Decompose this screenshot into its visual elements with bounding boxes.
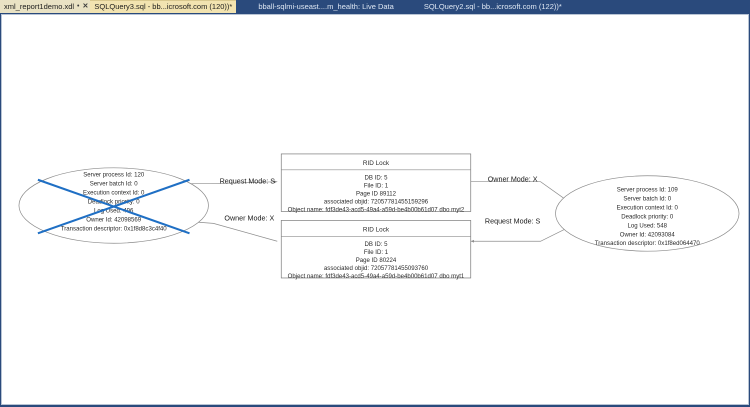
process-line: Server process Id: 109 bbox=[617, 188, 679, 194]
process-line: Execution context Id: 0 bbox=[83, 191, 145, 197]
resource-line: DB ID: 5 bbox=[365, 176, 389, 182]
resource-line: associated objid: 72057781455159296 bbox=[324, 200, 429, 206]
deadlock-victim-cross-icon bbox=[37, 178, 190, 235]
process-line: Owner Id: 42093084 bbox=[620, 232, 676, 238]
resource-node-top[interactable]: RID Lock DB ID: 5 File ID: 1 Page ID 891… bbox=[280, 153, 472, 214]
edge-label: Owner Mode: X bbox=[224, 214, 274, 222]
deadlock-graph-canvas[interactable]: Request Mode: S Owner Mode: X Owner Mode… bbox=[1, 14, 749, 405]
process-node-left[interactable]: Server process Id: 120 Server batch Id: … bbox=[18, 167, 209, 244]
editor-tab-strip[interactable]: xml_report1demo.xdl • ✕ SQLQuery3.sql - … bbox=[0, 0, 750, 13]
resource-line: Object name: fdf3de43-acd5-49a4-a59d-be4… bbox=[288, 274, 465, 280]
process-line: Server process Id: 120 bbox=[83, 173, 145, 179]
resource-title: RID Lock bbox=[363, 226, 390, 233]
process-line: Owner Id: 42098569 bbox=[86, 217, 142, 223]
tab-label: SQLQuery3.sql - bb...icrosoft.com (120))… bbox=[94, 2, 233, 12]
deadlock-graph-canvas-wrapper: Request Mode: S Owner Mode: X Owner Mode… bbox=[0, 13, 750, 407]
resource-line: Page ID 89112 bbox=[356, 192, 397, 198]
edge-label: Request Mode: S bbox=[485, 217, 541, 225]
resource-title: RID Lock bbox=[363, 160, 390, 167]
process-line: Execution context Id: 0 bbox=[617, 206, 679, 212]
tab-sqlquery3[interactable]: SQLQuery3.sql - bb...icrosoft.com (120))… bbox=[90, 0, 237, 13]
process-node-right[interactable]: Server process Id: 109 Server batch Id: … bbox=[555, 175, 740, 252]
edge-left-request: Request Mode: S bbox=[185, 178, 278, 186]
edge-right-request: Request Mode: S bbox=[470, 217, 573, 243]
process-line: Log Used: 496 bbox=[94, 208, 134, 214]
process-line: Server batch Id: 0 bbox=[623, 197, 671, 203]
edge-label: Request Mode: S bbox=[220, 178, 276, 186]
resource-line: Object name: fdf3de43-acd5-49a4-a59d-be4… bbox=[288, 207, 465, 213]
tab-xml-report1demo-xdl[interactable]: xml_report1demo.xdl • ✕ bbox=[0, 0, 91, 13]
edge-label: Owner Mode: X bbox=[488, 176, 538, 184]
close-icon[interactable]: ✕ bbox=[82, 3, 89, 10]
tab-live-data[interactable]: bball-sqlmi-useast....m_health: Live Dat… bbox=[254, 0, 397, 13]
process-line: Server batch Id: 0 bbox=[90, 182, 138, 188]
resource-line: File ID: 1 bbox=[364, 184, 389, 190]
tab-label: bball-sqlmi-useast....m_health: Live Dat… bbox=[258, 1, 394, 11]
tab-label: SQLQuery2.sql - bb...icrosoft.com (122))… bbox=[423, 1, 562, 11]
pin-icon[interactable]: • bbox=[77, 3, 80, 10]
deadlock-graph: Request Mode: S Owner Mode: X Owner Mode… bbox=[18, 153, 740, 280]
resource-node-bottom[interactable]: RID Lock DB ID: 5 File ID: 1 Page ID 802… bbox=[280, 220, 472, 280]
tab-sqlquery2[interactable]: SQLQuery2.sql - bb...icrosoft.com (122))… bbox=[420, 0, 566, 13]
process-line: Deadlock priority: 0 bbox=[621, 214, 674, 220]
resource-line: DB ID: 5 bbox=[365, 242, 389, 248]
process-line: Transaction descriptor: 0x1f8ed064470 bbox=[595, 241, 701, 247]
resource-line: Page ID 80224 bbox=[356, 258, 397, 264]
edge-right-owner: Owner Mode: X bbox=[470, 176, 569, 202]
process-line: Deadlock priority: 0 bbox=[88, 200, 141, 206]
tab-label: xml_report1demo.xdl bbox=[4, 1, 75, 11]
process-line: Transaction descriptor: 0x1f8d8c3c4f40 bbox=[61, 226, 168, 232]
process-line: Log Used: 548 bbox=[628, 223, 668, 229]
resource-line: File ID: 1 bbox=[364, 250, 389, 256]
resource-line: associated objid: 72057781455093760 bbox=[324, 266, 429, 272]
